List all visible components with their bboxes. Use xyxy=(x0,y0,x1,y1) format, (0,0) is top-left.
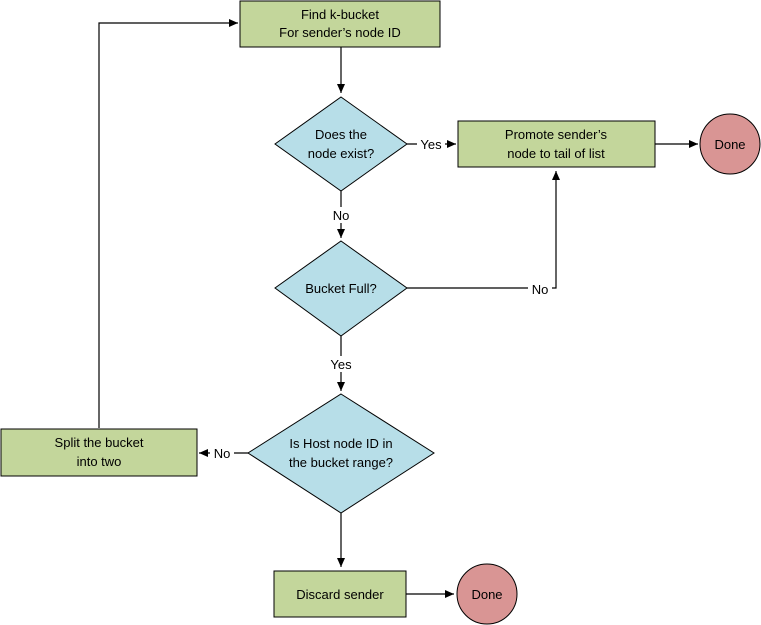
node-promote-sender: Promote sender’s node to tail of list xyxy=(457,120,656,168)
edge-label-full-no: No xyxy=(532,282,549,297)
terminal-done-top: Done xyxy=(699,113,761,175)
decision-node-exists-line-2: node exist? xyxy=(308,146,375,161)
node-find-k-bucket: Find k-bucket For sender’s node ID xyxy=(239,0,441,48)
node-find-k-bucket-line-2: For sender’s node ID xyxy=(279,25,401,40)
terminal-done-bottom: Done xyxy=(456,563,518,625)
node-split-bucket-line-1: Split the bucket xyxy=(55,435,144,450)
node-split-bucket-line-2: into two xyxy=(77,454,122,469)
edge-label-full-yes: Yes xyxy=(330,357,352,372)
decision-bucket-full-label: Bucket Full? xyxy=(305,281,377,296)
edge-full-no xyxy=(407,171,560,289)
node-find-k-bucket-line-1: Find k-bucket xyxy=(301,7,379,22)
node-discard-sender-label: Discard sender xyxy=(296,587,384,602)
edge-labels: Yes No No Yes No xyxy=(210,136,552,461)
edge-split-to-find xyxy=(98,19,238,428)
edges xyxy=(98,19,698,598)
node-split-bucket: Split the bucket into two xyxy=(0,428,198,477)
decision-host-in-range-line-1: Is Host node ID in xyxy=(289,436,392,451)
decision-host-in-range: Is Host node ID in the bucket range? xyxy=(247,393,435,514)
edge-label-exists-yes: Yes xyxy=(420,137,442,152)
decision-bucket-full: Bucket Full? xyxy=(274,240,408,337)
terminal-done-top-label: Done xyxy=(714,137,745,152)
terminal-done-bottom-label: Done xyxy=(471,587,502,602)
decision-host-in-range-line-2: the bucket range? xyxy=(289,455,393,470)
node-promote-sender-line-2: node to tail of list xyxy=(507,146,605,161)
edge-label-range-no: No xyxy=(214,446,231,461)
decision-node-exists-line-1: Does the xyxy=(315,127,367,142)
edge-label-exists-no: No xyxy=(333,208,350,223)
node-discard-sender: Discard sender xyxy=(273,570,407,618)
node-promote-sender-line-1: Promote sender’s xyxy=(505,127,608,142)
decision-node-exists: Does the node exist? xyxy=(274,96,408,192)
